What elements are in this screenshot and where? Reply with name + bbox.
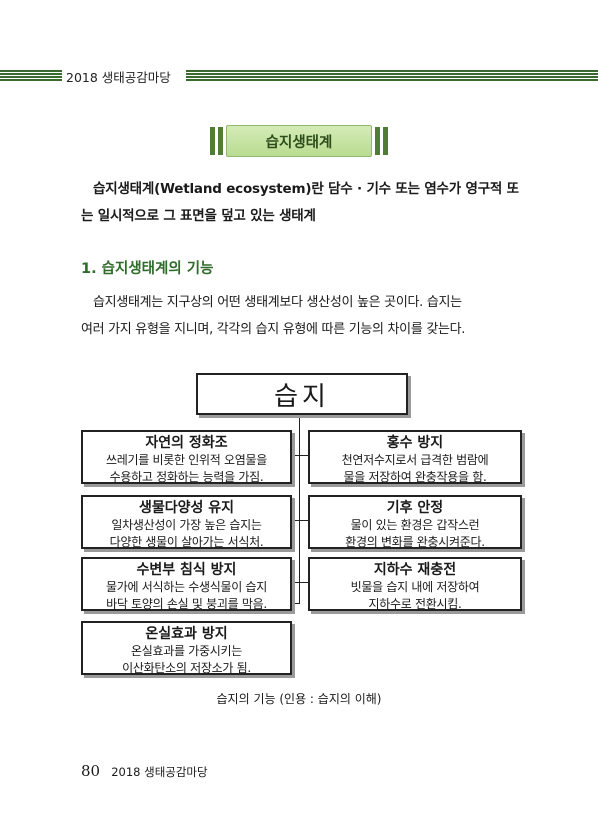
- function-title: 생물다양성 유지: [138, 500, 235, 516]
- connector-branch: [290, 603, 300, 604]
- function-box-groundwater: 지하수 재충전 빗물을 습지 내에 저장하여 지하수로 전환시킴.: [308, 557, 522, 611]
- body-paragraph: 습지생태계는 지구상의 어떤 생태계보다 생산성이 높은 곳이다. 습지는 여러…: [81, 289, 526, 343]
- function-box-erosion: 수변부 침식 방지 물가에 서식하는 수생식물이 습지 바닥 토양의 손실 및 …: [81, 557, 292, 611]
- figure-caption: 습지의 기능 (인용 : 습지의 이해): [216, 692, 382, 706]
- definition-text: 습지생태계(Wetland ecosystem)란 담수 · 기수 또는 염수가…: [81, 176, 526, 230]
- title-bar-decoration: [375, 127, 380, 155]
- function-desc: 쓰레기를 비롯한 인위적 오염물을: [106, 453, 267, 467]
- function-desc: 지하수로 전환시킴.: [368, 597, 462, 611]
- function-desc: 물을 저장하여 완충작용을 함.: [343, 470, 487, 484]
- function-desc: 바닥 토양의 손실 및 붕괴를 막음.: [106, 597, 267, 611]
- function-box-climate: 기후 안정 물이 있는 환경은 갑작스런 환경의 변화를 완충시켜준다.: [308, 495, 522, 549]
- function-title: 수변부 침식 방지: [136, 562, 237, 578]
- connector-branch: [290, 520, 308, 521]
- page-footer: 80 2018 생태공감마당: [81, 761, 208, 780]
- function-desc: 일차생산성이 가장 높은 습지는: [111, 518, 262, 532]
- function-box-flood: 홍수 방지 천연저수지로서 급격한 범람에 물을 저장하여 완충작용을 함.: [308, 430, 522, 484]
- running-header: 2018 생태공감마당: [0, 66, 598, 85]
- header-title: 2018 생태공감마당: [66, 70, 171, 85]
- page-title-badge: 습지생태계: [210, 125, 388, 157]
- function-title: 온실효과 방지: [145, 626, 228, 642]
- function-box-greenhouse: 온실효과 방지 온실효과를 가중시키는 이산화탄소의 저장소가 됨.: [81, 621, 292, 675]
- page-title: 습지생태계: [226, 125, 372, 157]
- paragraph-line-2: 여러 가지 유형을 지니며, 각각의 습지 유형에 따른 기능의 차이를 갖는다…: [81, 322, 466, 337]
- function-desc: 빗물을 습지 내에 저장하여: [350, 580, 480, 594]
- function-box-purification: 자연의 정화조 쓰레기를 비롯한 인위적 오염물을 수용하고 정화하는 능력을 …: [81, 430, 292, 484]
- function-desc: 수용하고 정화하는 능력을 가짐.: [109, 470, 264, 484]
- function-desc: 환경의 변화를 완충시켜준다.: [345, 535, 485, 549]
- function-desc: 이산화탄소의 저장소가 됨.: [122, 661, 251, 675]
- connector-branch: [290, 582, 308, 583]
- definition-line-1: 습지생태계(Wetland ecosystem)란 담수 · 기수 또는 염수가…: [93, 181, 519, 197]
- function-desc: 다양한 생물이 살아가는 서식처.: [109, 535, 264, 549]
- definition-line-2: 는 일시적으로 그 표면을 덮고 있는 생태계: [81, 208, 316, 224]
- section-heading: 1. 습지생태계의 기능: [81, 261, 214, 277]
- title-bar-decoration: [218, 127, 223, 155]
- title-bar-decoration: [210, 127, 215, 155]
- function-box-biodiversity: 생물다양성 유지 일차생산성이 가장 높은 습지는 다양한 생물이 살아가는 서…: [81, 495, 292, 549]
- function-title: 홍수 방지: [386, 435, 444, 451]
- function-title: 지하수 재충전: [373, 562, 457, 578]
- function-desc: 천연저수지로서 급격한 범람에: [341, 453, 489, 467]
- function-desc: 물이 있는 환경은 갑작스런: [350, 518, 480, 532]
- function-desc: 온실효과를 가중시키는: [131, 644, 242, 658]
- title-bar-decoration: [383, 127, 388, 155]
- page-number: 80: [81, 762, 101, 780]
- function-desc: 물가에 서식하는 수생식물이 습지: [106, 580, 267, 594]
- diagram-root-box: 습지: [196, 373, 408, 415]
- function-title: 기후 안정: [386, 500, 444, 516]
- footer-title: 2018 생태공감마당: [111, 765, 208, 779]
- paragraph-line-1: 습지생태계는 지구상의 어떤 생태계보다 생산성이 높은 곳이다. 습지는: [93, 295, 462, 310]
- function-title: 자연의 정화조: [145, 435, 228, 451]
- header-stripes-right: [186, 70, 598, 81]
- connector-branch: [290, 455, 308, 456]
- connector-trunk: [299, 411, 300, 604]
- header-stripes-left: [0, 70, 62, 81]
